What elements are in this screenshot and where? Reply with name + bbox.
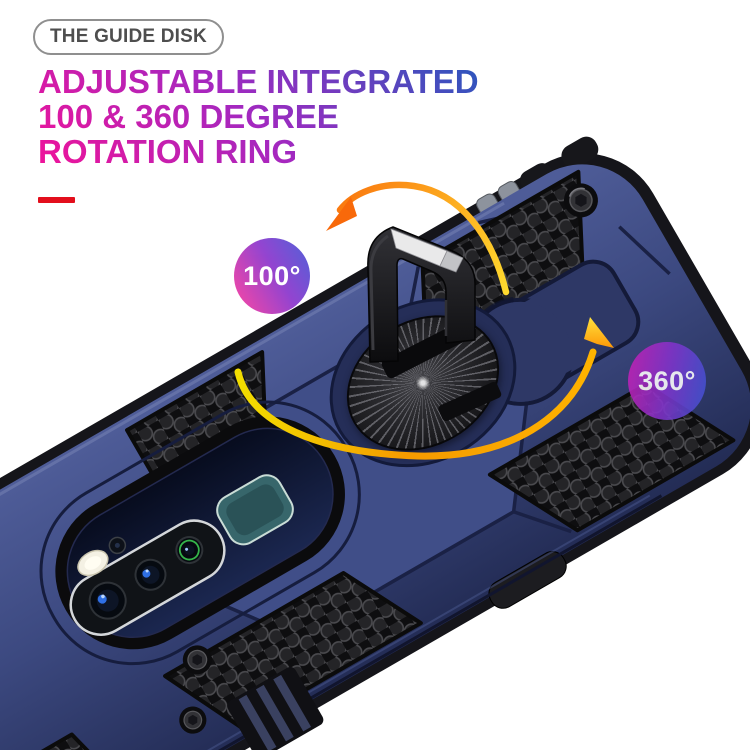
camera-lens-small <box>108 536 127 555</box>
grip-stripes <box>227 667 324 750</box>
accent-dash <box>38 197 75 203</box>
guide-disk-badge-label: THE GUIDE DISK <box>50 26 207 47</box>
callout-360-degree: 360° <box>628 342 706 420</box>
callout-360-label: 360° <box>638 365 696 396</box>
hex-bolt <box>179 706 207 734</box>
sensor-window-inner <box>226 484 284 536</box>
camera-lens-green-ring <box>175 536 204 565</box>
curved-arrow-up-icon <box>234 317 614 460</box>
honeycomb-patch <box>487 382 736 533</box>
callout-100-degree: 100° <box>234 238 310 314</box>
camera-lens <box>88 581 127 620</box>
callout-100-label: 100° <box>243 260 301 291</box>
edge-shadow <box>11 494 663 750</box>
honeycomb-patch <box>163 571 423 730</box>
power-button-bump <box>488 551 567 609</box>
camera-module <box>39 400 361 666</box>
edge-bevel <box>8 494 651 750</box>
guide-disk-badge: THE GUIDE DISK <box>33 19 224 55</box>
hex-bolt <box>182 645 212 675</box>
ring-hoop-highlight <box>369 234 389 351</box>
curved-arrow-left-icon <box>326 181 510 296</box>
hex-bolt <box>563 183 598 218</box>
ring-metal-clip <box>390 228 464 273</box>
camera-flash <box>77 549 109 577</box>
ring-hinge-bracket <box>438 382 502 422</box>
camera-lens <box>134 558 167 591</box>
